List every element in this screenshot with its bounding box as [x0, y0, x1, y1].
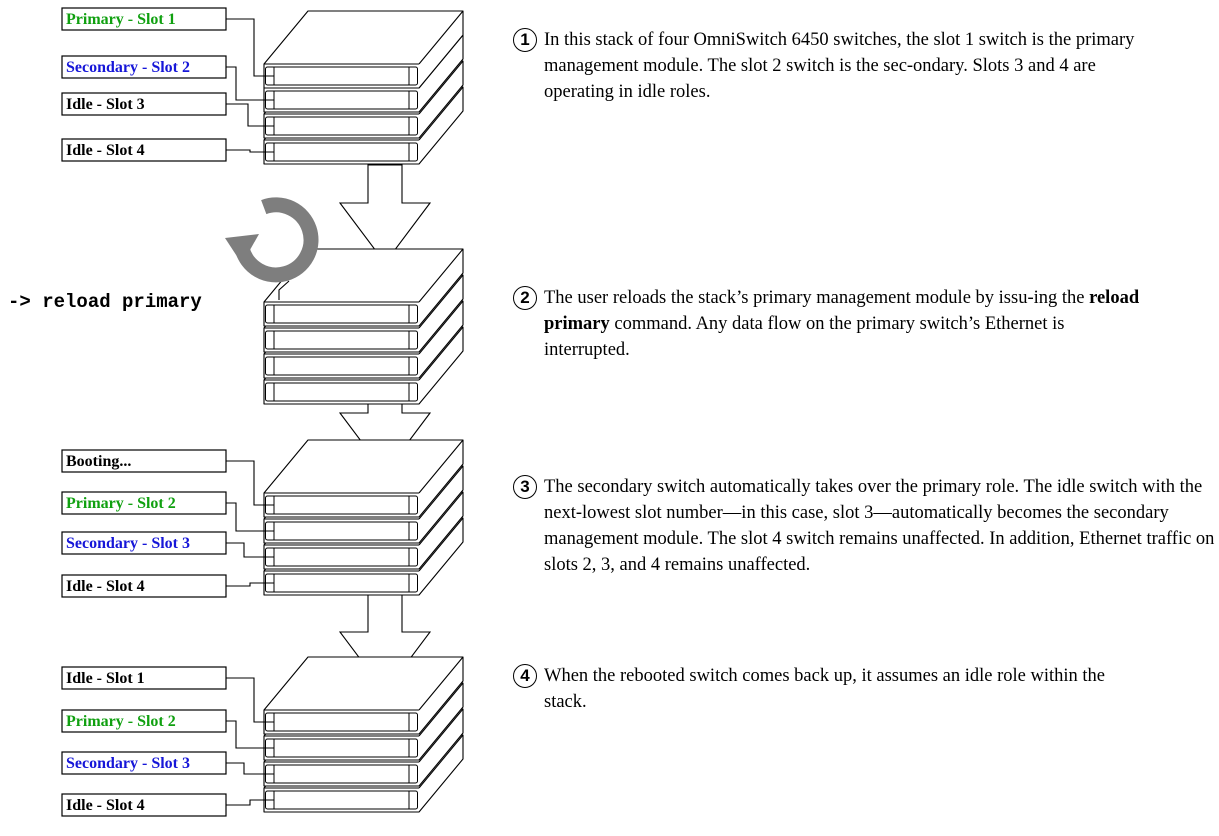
step-command-bold: reload primary: [544, 288, 1140, 334]
slot-label-text: Secondary - Slot 2: [66, 59, 190, 76]
slot-label: Secondary - Slot 3: [61, 751, 227, 775]
label-connector: [226, 799, 274, 806]
label-connector: [226, 103, 274, 127]
slot-label-text: Idle - Slot 4: [66, 578, 145, 595]
slot-label-text: Primary - Slot 2: [66, 495, 176, 512]
slot-label-text: Idle - Slot 4: [66, 142, 145, 159]
step-number-badge: 1: [513, 28, 537, 52]
slot-label-text: Idle - Slot 1: [66, 670, 145, 687]
step-description: In this stack of four OmniSwitch 6450 sw…: [544, 30, 1135, 102]
slot-label-text: Booting...: [66, 453, 131, 470]
slot-label: Idle - Slot 1: [61, 666, 227, 690]
slot-label-text: Idle - Slot 4: [66, 797, 145, 814]
reload-command: -> reload primary: [8, 280, 290, 313]
slot-label: Primary - Slot 2: [61, 709, 227, 733]
slot-label: Primary - Slot 1: [61, 7, 227, 31]
switch-stack-stage2: [263, 248, 464, 405]
switch-stack-stage1: [263, 10, 464, 165]
label-connector: [226, 677, 274, 723]
step-text-before: The user reloads the stack’s primary man…: [544, 288, 1090, 308]
slot-label: Idle - Slot 4: [61, 793, 227, 817]
slot-label: Idle - Slot 3: [61, 92, 227, 116]
label-connector: [226, 66, 274, 101]
step-1: 1 In this stack of four OmniSwitch 6450 …: [513, 27, 1149, 105]
slot-label-text: Secondary - Slot 3: [66, 535, 190, 552]
slot-label-text: Primary - Slot 1: [66, 11, 176, 28]
slot-label-text: Idle - Slot 3: [66, 96, 145, 113]
slot-label: Primary - Slot 2: [61, 491, 227, 515]
label-connector: [226, 582, 274, 587]
step-description: The secondary switch automatically takes…: [544, 477, 1215, 575]
label-connector: [226, 502, 274, 532]
label-connector: [226, 18, 274, 77]
label-connector: [226, 542, 274, 558]
slot-label: Idle - Slot 4: [61, 574, 227, 598]
slot-label: Secondary - Slot 3: [61, 531, 227, 555]
reload-command-text: -> reload primary: [8, 291, 202, 313]
step-number-badge: 4: [513, 664, 537, 688]
stack-failover-diagram: Primary - Slot 1 Secondary - Slot 2 Idle -…: [8, 7, 464, 817]
label-connector: [226, 460, 274, 506]
label-connector: [226, 762, 274, 775]
slot-label-text: Primary - Slot 2: [66, 713, 176, 730]
step-description: The user reloads the stack’s primary man…: [544, 285, 1149, 363]
switch-stack-stage4: [263, 656, 464, 813]
step-description: When the rebooted switch comes back up, …: [544, 666, 1106, 712]
label-connector: [226, 149, 274, 153]
down-arrow-1: [338, 164, 432, 264]
step-4: 4 When the rebooted switch comes back up…: [513, 663, 1149, 715]
slot-label-text: Secondary - Slot 3: [66, 755, 190, 772]
label-connector: [226, 720, 274, 749]
slot-label: Secondary - Slot 2: [61, 55, 227, 79]
step-number-badge: 3: [513, 475, 537, 499]
slot-label: Idle - Slot 4: [61, 138, 227, 162]
step-text-after: command. Any data flow on the primary sw…: [544, 314, 1065, 360]
step-3: 3 The secondary switch automatically tak…: [513, 474, 1219, 578]
reload-circular-arrow-icon: [225, 197, 319, 283]
step-2: 2 The user reloads the stack’s primary m…: [513, 285, 1149, 363]
slot-label: Booting...: [61, 449, 227, 473]
step-number-badge: 2: [513, 286, 537, 310]
switch-stack-stage3: [263, 439, 464, 596]
